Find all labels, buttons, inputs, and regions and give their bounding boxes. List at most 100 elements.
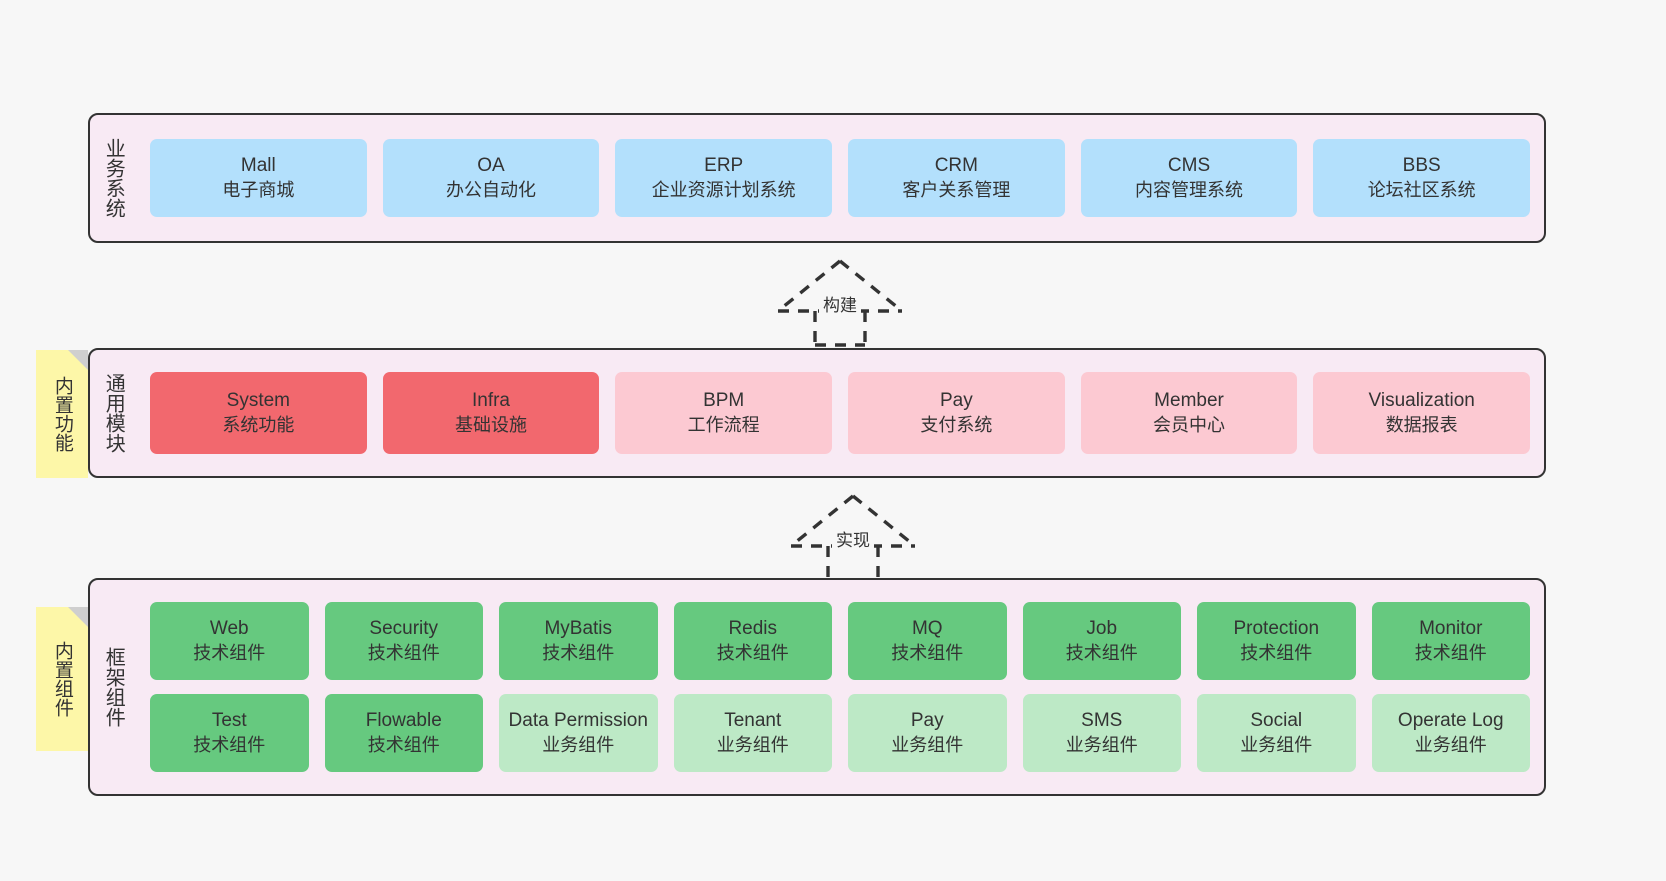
card-subtitle: 业务组件 xyxy=(891,734,964,755)
sticky-note-builtin-components: 内置组件 xyxy=(36,607,88,751)
card-subtitle: 技术组件 xyxy=(1065,642,1138,663)
card-subtitle: 技术组件 xyxy=(367,734,440,755)
card-title: Security xyxy=(369,617,439,639)
card-title: BBS xyxy=(1402,154,1441,176)
layer-title-business: 业务系统 xyxy=(102,138,125,218)
layer-framework-component: 框架组件 Web 技术组件 Security 技术组件 MyBatis 技术组件… xyxy=(88,578,1546,796)
card-system[interactable]: System 系统功能 xyxy=(150,372,367,454)
card-subtitle: 会员中心 xyxy=(1153,414,1226,435)
card-subtitle: 论坛社区系统 xyxy=(1367,179,1476,200)
card-sms[interactable]: SMS 业务组件 xyxy=(1022,694,1181,772)
folded-corner-icon xyxy=(68,350,88,370)
card-title: Pay xyxy=(939,389,973,411)
card-subtitle: 内容管理系统 xyxy=(1135,179,1244,200)
card-security[interactable]: Security 技术组件 xyxy=(324,602,483,680)
card-protection[interactable]: Protection 技术组件 xyxy=(1197,602,1356,680)
layer-common-module: 通用模块 System 系统功能 Infra 基础设施 BPM 工作流程 Pay… xyxy=(88,348,1546,478)
card-data-permission[interactable]: Data Permission 业务组件 xyxy=(499,694,658,772)
card-title: Web xyxy=(209,617,249,639)
card-subtitle: 电子商城 xyxy=(222,179,295,200)
card-erp[interactable]: ERP 企业资源计划系统 xyxy=(615,139,833,217)
card-subtitle: 办公自动化 xyxy=(446,179,536,200)
connector-label: 构建 xyxy=(819,291,861,316)
card-mall[interactable]: Mall 电子商城 xyxy=(150,139,367,217)
card-redis[interactable]: Redis 技术组件 xyxy=(673,602,832,680)
card-title: Social xyxy=(1250,709,1303,731)
card-title: Mall xyxy=(240,154,276,176)
card-subtitle: 技术组件 xyxy=(542,642,615,663)
card-job[interactable]: Job 技术组件 xyxy=(1022,602,1181,680)
card-title: Test xyxy=(211,709,247,731)
card-mybatis[interactable]: MyBatis 技术组件 xyxy=(499,602,658,680)
layer-title-common-module: 通用模块 xyxy=(102,373,125,453)
card-subtitle: 技术组件 xyxy=(716,642,789,663)
card-title: Pay xyxy=(910,709,944,731)
card-bpm[interactable]: BPM 工作流程 xyxy=(615,372,833,454)
card-title: CMS xyxy=(1167,154,1211,176)
card-subtitle: 业务组件 xyxy=(716,734,789,755)
card-flowable[interactable]: Flowable 技术组件 xyxy=(324,694,483,772)
card-mq[interactable]: MQ 技术组件 xyxy=(848,602,1007,680)
card-pay-component[interactable]: Pay 业务组件 xyxy=(848,694,1007,772)
card-title: ERP xyxy=(704,154,744,176)
card-social[interactable]: Social 业务组件 xyxy=(1197,694,1356,772)
card-oa[interactable]: OA 办公自动化 xyxy=(382,139,600,217)
card-member[interactable]: Member 会员中心 xyxy=(1080,372,1298,454)
card-subtitle: 支付系统 xyxy=(920,414,993,435)
card-title: System xyxy=(226,389,291,411)
layer-body-common-module: System 系统功能 Infra 基础设施 BPM 工作流程 Pay 支付系统… xyxy=(136,350,1544,476)
card-title: Member xyxy=(1154,389,1224,411)
card-title: OA xyxy=(477,154,505,176)
sticky-note-builtin-features: 内置功能 xyxy=(36,350,88,478)
card-monitor[interactable]: Monitor 技术组件 xyxy=(1371,602,1530,680)
card-title: Flowable xyxy=(365,709,442,731)
card-subtitle: 业务组件 xyxy=(1065,734,1138,755)
card-cms[interactable]: CMS 内容管理系统 xyxy=(1080,139,1298,217)
card-subtitle: 数据报表 xyxy=(1385,414,1458,435)
layer-body-business: Mall 电子商城 OA 办公自动化 ERP 企业资源计划系统 CRM 客户关系… xyxy=(136,115,1544,241)
card-subtitle: 业务组件 xyxy=(542,734,615,755)
card-subtitle: 技术组件 xyxy=(193,734,266,755)
folded-corner-icon xyxy=(68,607,88,627)
card-visualization[interactable]: Visualization 数据报表 xyxy=(1313,372,1531,454)
card-title: MyBatis xyxy=(544,617,613,639)
card-infra[interactable]: Infra 基础设施 xyxy=(382,372,600,454)
layer-business: 业务系统 Mall 电子商城 OA 办公自动化 ERP 企业资源计划系统 CRM… xyxy=(88,113,1546,243)
card-title: Visualization xyxy=(1368,389,1475,411)
connector-label: 实现 xyxy=(832,526,874,551)
card-crm[interactable]: CRM 客户关系管理 xyxy=(848,139,1065,217)
card-row-business: Test 技术组件 Flowable 技术组件 Data Permission … xyxy=(150,694,1530,772)
card-title: Data Permission xyxy=(508,709,648,731)
card-row: System 系统功能 Infra 基础设施 BPM 工作流程 Pay 支付系统… xyxy=(150,372,1531,454)
card-subtitle: 工作流程 xyxy=(687,414,760,435)
card-title: Tenant xyxy=(724,709,782,731)
card-title: CRM xyxy=(934,154,978,176)
card-row-tech: Web 技术组件 Security 技术组件 MyBatis 技术组件 Redi… xyxy=(150,602,1530,680)
card-subtitle: 技术组件 xyxy=(193,642,266,663)
card-bbs[interactable]: BBS 论坛社区系统 xyxy=(1313,139,1531,217)
card-title: Monitor xyxy=(1419,617,1483,639)
card-title: BPM xyxy=(703,389,745,411)
card-pay[interactable]: Pay 支付系统 xyxy=(848,372,1065,454)
card-operate-log[interactable]: Operate Log 业务组件 xyxy=(1371,694,1530,772)
card-web[interactable]: Web 技术组件 xyxy=(150,602,309,680)
card-title: Protection xyxy=(1233,617,1320,639)
card-test[interactable]: Test 技术组件 xyxy=(150,694,309,772)
connector-build: 构建 xyxy=(755,255,925,347)
card-subtitle: 业务组件 xyxy=(1414,734,1487,755)
connector-implement: 实现 xyxy=(768,490,938,582)
layer-title-framework-component: 框架组件 xyxy=(102,647,125,727)
card-title: Infra xyxy=(471,389,511,411)
card-title: Redis xyxy=(728,617,778,639)
card-title: Operate Log xyxy=(1397,709,1504,731)
card-subtitle: 技术组件 xyxy=(891,642,964,663)
card-subtitle: 企业资源计划系统 xyxy=(651,179,796,200)
card-subtitle: 基础设施 xyxy=(455,414,527,435)
card-subtitle: 系统功能 xyxy=(222,414,295,435)
card-subtitle: 客户关系管理 xyxy=(902,179,1011,200)
card-subtitle: 业务组件 xyxy=(1240,734,1313,755)
card-title: SMS xyxy=(1081,709,1123,731)
layer-body-framework-component: Web 技术组件 Security 技术组件 MyBatis 技术组件 Redi… xyxy=(136,580,1544,794)
card-tenant[interactable]: Tenant 业务组件 xyxy=(673,694,832,772)
